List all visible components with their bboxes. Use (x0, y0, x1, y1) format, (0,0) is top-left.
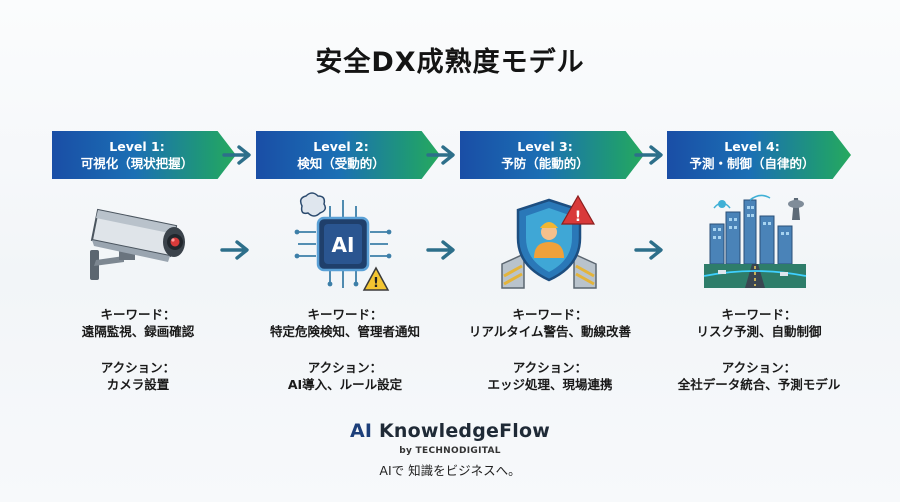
chevron-right-icon (634, 240, 663, 260)
level-1-banner: Level 1: 可視化（現状把握） (52, 131, 236, 179)
action-heading: アクション： (512, 360, 588, 375)
level-4-name: 予測・制御（自律的） (689, 155, 815, 171)
action-heading: アクション： (721, 360, 797, 375)
keyword-text: リアルタイム警告、動線改善 (468, 324, 632, 339)
keyword-text: リスク予測、自動制御 (696, 324, 822, 339)
page-title: 安全DX成熟度モデル (315, 47, 585, 78)
chevron-right-icon (426, 145, 455, 165)
keyword-heading: キーワード： (100, 307, 176, 322)
chevron-right-icon (220, 240, 249, 260)
shield-worker-icon: ! (501, 194, 597, 289)
brand-footer: AI KnowledgeFlow by TECHNODIGITAL AIで 知識… (0, 420, 900, 479)
keyword-text: 特定危険検知、管理者通知 (269, 324, 420, 339)
level-2-label: Level 2: (313, 138, 369, 154)
level-3-label: Level 3: (517, 138, 573, 154)
brand-tagline: AIで 知識をビジネスへ。 (379, 463, 521, 478)
level-2-banner: Level 2: 検知（受動的） (256, 131, 440, 179)
level-2-name: 検知（受動的） (297, 155, 385, 171)
chevron-right-icon (222, 145, 251, 165)
chevron-right-icon (426, 240, 455, 260)
action-text: AI導入、ルール設定 (287, 377, 403, 392)
keyword-text: 遠隔監視、録画確認 (81, 324, 195, 339)
action-heading: アクション： (307, 360, 383, 375)
svg-text:!: ! (373, 276, 379, 291)
security-camera-icon (90, 208, 185, 280)
level-3-details: キーワード： リアルタイム警告、動線改善 アクション： エッジ処理、現場連携 (450, 306, 650, 394)
action-heading: アクション： (100, 360, 176, 375)
brand-ai: AI (349, 420, 373, 442)
level-3-banner: Level 3: 予防（能動的） (460, 131, 644, 179)
action-text: カメラ設置 (106, 377, 170, 392)
action-text: エッジ処理、現場連携 (487, 377, 613, 392)
level-1-label: Level 1: (109, 138, 165, 154)
chevron-right-icon (634, 145, 663, 165)
level-4-details: キーワード： リスク予測、自動制御 アクション： 全社データ統合、予測モデル (659, 306, 859, 394)
keyword-heading: キーワード： (512, 307, 588, 322)
brand-by: by TECHNODIGITAL (399, 446, 501, 456)
action-text: 全社データ統合、予測モデル (677, 377, 841, 392)
level-2-details: キーワード： 特定危険検知、管理者通知 アクション： AI導入、ルール設定 (245, 306, 445, 394)
level-1-details: キーワード： 遠隔監視、録画確認 アクション： カメラ設置 (38, 306, 238, 394)
keyword-heading: キーワード： (721, 307, 797, 322)
level-3-name: 予防（能動的） (501, 155, 589, 171)
svg-text:!: ! (575, 209, 581, 225)
level-4-banner: Level 4: 予測・制御（自律的） (667, 131, 851, 179)
brand-logo: AI KnowledgeFlow (0, 420, 900, 442)
ai-chip-icon: AI ! (294, 192, 392, 291)
level-4-label: Level 4: (724, 138, 780, 154)
brand-name: KnowledgeFlow (372, 420, 551, 442)
keyword-heading: キーワード： (307, 307, 383, 322)
smart-city-icon (703, 194, 807, 288)
svg-text:AI: AI (332, 233, 355, 257)
level-1-name: 可視化（現状把握） (80, 155, 194, 171)
